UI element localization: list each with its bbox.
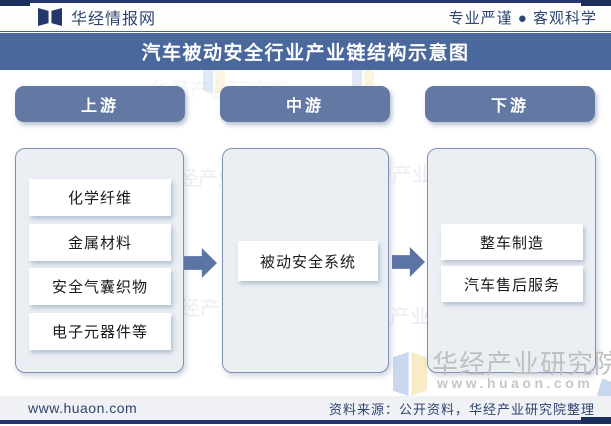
right-arrow-icon [184,248,217,278]
bottom-border [0,420,611,424]
footer: www.huaon.com 资料来源：公开资料，华经产业研究院整理 [0,396,611,420]
open-book-icon [38,8,62,26]
title-banner: 汽车被动安全行业产业链结构示意图 [0,33,611,70]
watermark-brand-text: 华经产业研究院 [432,349,611,379]
watermark-url-text: www.huaon.com [437,375,594,391]
panel-downstream: 整车制造 汽车售后服务 [427,148,596,373]
bottom-border-tab-right [581,417,611,424]
header: 华经情报网 专业严谨 ● 客观科学 [0,3,611,31]
footer-source-text: 资料来源：公开资料，华经产业研究院整理 [328,401,595,417]
watermark-book-icon [203,66,225,94]
top-border [0,0,611,3]
chain-item: 被动安全系统 [238,241,378,281]
stage-button-downstream: 下游 [425,86,595,122]
chain-item: 安全气囊织物 [29,268,171,305]
right-arrow-icon [392,247,425,277]
chain-item: 电子元器件等 [29,313,171,350]
top-border-tab-left [0,0,30,6]
stage-button-midstream: 中游 [220,86,390,122]
panel-upstream: 化学纤维 金属材料 安全气囊织物 电子元器件等 [15,148,184,373]
chain-item: 整车制造 [441,224,583,260]
header-slogan: 专业严谨 ● 客观科学 [448,9,597,27]
top-border-tab-right [581,0,611,6]
watermark-book-icon [393,352,427,396]
page-title: 汽车被动安全行业产业链结构示意图 [141,43,470,64]
footer-website: www.huaon.com [28,400,138,416]
chain-item: 汽车售后服务 [441,266,583,302]
brand-name: 华经情报网 [71,11,157,28]
stage-button-upstream: 上游 [15,86,185,122]
chain-item: 化学纤维 [29,179,171,216]
watermark-book-icon [352,64,374,92]
header-divider [0,31,611,32]
panel-midstream: 被动安全系统 [222,148,389,373]
chain-item: 金属材料 [29,224,171,261]
